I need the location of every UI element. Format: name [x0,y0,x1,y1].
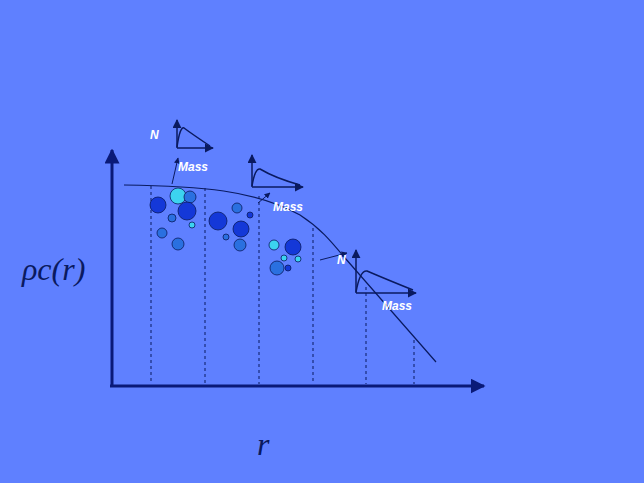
axis-label-n: N [150,129,159,141]
axis-label-mass: Mass [273,201,303,213]
axis-label-mass: Mass [382,300,412,312]
axis-label-n: N [337,254,346,266]
radial-bins [151,186,414,384]
x-axis-title: r [257,428,269,460]
y-axis-title: ρc(r) [22,253,85,285]
mass-function-insets [177,120,416,293]
density-curve [124,185,436,362]
inset-pointers [172,158,347,260]
axis-label-mass: Mass [178,161,208,173]
main-axes [110,150,484,386]
